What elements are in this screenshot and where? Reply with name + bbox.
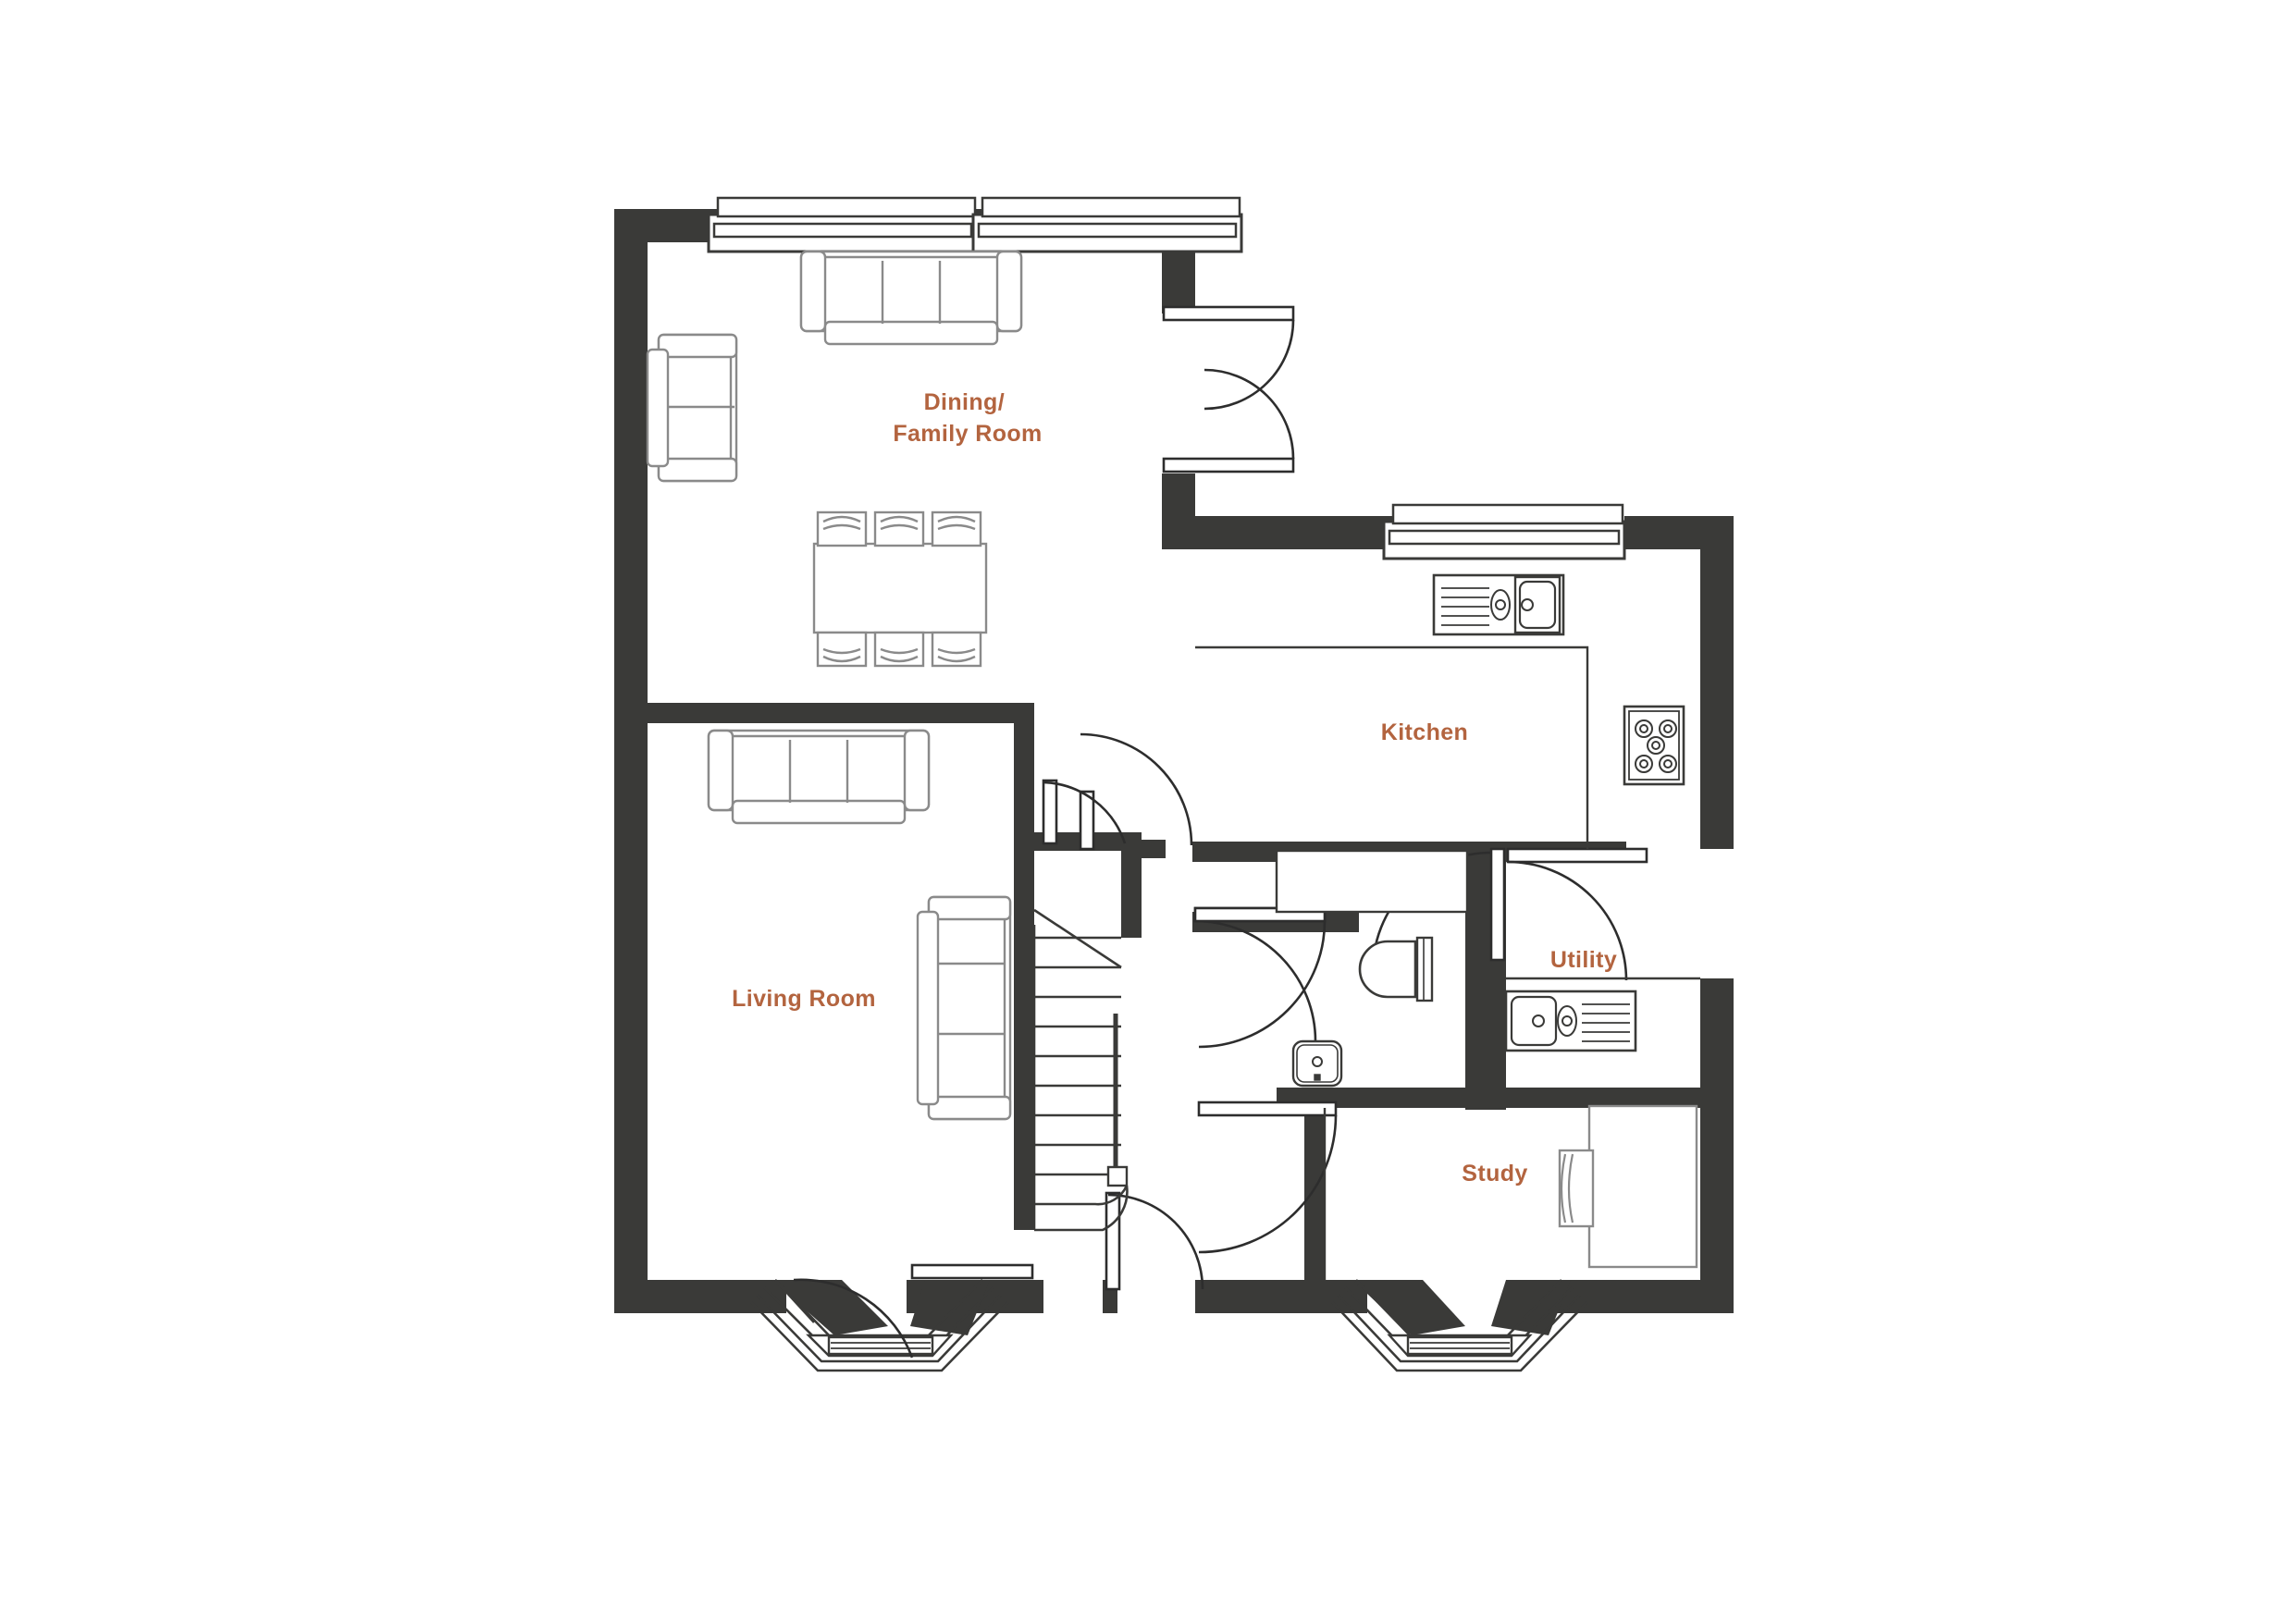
wall-east-exterior-kitchen xyxy=(1700,516,1734,849)
dining-chair xyxy=(931,510,982,547)
dining-chair xyxy=(873,631,925,668)
doors-group xyxy=(793,305,1648,1359)
wall-wc-east xyxy=(1465,842,1486,943)
window-kitchen xyxy=(1382,503,1626,560)
kitchen-fixtures xyxy=(1432,573,1685,786)
utility-sink xyxy=(1504,990,1637,1052)
kitchen-sink-bowl xyxy=(1518,580,1557,630)
cloakroom-fixtures xyxy=(1291,936,1434,1088)
wall-west-exterior xyxy=(614,209,648,1311)
wc-basin xyxy=(1291,1039,1343,1088)
wc-toilet xyxy=(1358,936,1434,1002)
dining-sofa-2seat xyxy=(646,333,738,483)
staircase xyxy=(1032,908,1129,1232)
dining-chair xyxy=(816,510,868,547)
room-label-study: Study xyxy=(1462,1161,1527,1187)
dining-chairs-top xyxy=(816,510,982,547)
wall-stairhall-east xyxy=(1121,832,1142,938)
wall-hall-south xyxy=(1304,1088,1325,1226)
dining-table-top xyxy=(812,542,988,634)
understairs-store xyxy=(1275,849,1469,914)
wall-stairhall-stub xyxy=(1121,840,1166,858)
door-utility-back xyxy=(1506,847,1648,981)
wall-living-east-lower xyxy=(1014,842,1034,1230)
room-label-utility: Utility xyxy=(1550,947,1617,973)
door-living-room xyxy=(793,1263,1034,1359)
wall-utility-south xyxy=(1486,1088,1734,1108)
bay-window-living-sill xyxy=(806,1334,954,1358)
bay-window-study-sill xyxy=(1387,1334,1533,1358)
dining-chair xyxy=(816,631,868,668)
kitchen-hob xyxy=(1623,705,1685,786)
room-label-dining-family-room: Dining/ Family Room xyxy=(893,389,1042,447)
wall-living-east-upper xyxy=(1014,703,1034,842)
wall-south-left xyxy=(614,1280,786,1313)
furniture-group xyxy=(646,250,1698,1269)
kitchen-worktop-north xyxy=(1195,646,1589,849)
dining-chair xyxy=(873,510,925,547)
wall-wc-east-lower xyxy=(1465,943,1486,1110)
wall-bay-right-wedge-a xyxy=(1352,1280,1465,1335)
internal-linework xyxy=(1195,646,1700,1280)
door-hall-to-living xyxy=(1042,779,1127,845)
door-front xyxy=(1105,1191,1204,1291)
door-hall-to-kitchen xyxy=(1079,732,1193,851)
wall-bay-left-wedge-a xyxy=(772,1280,888,1335)
study-desk xyxy=(1558,1104,1698,1269)
room-label-living-room: Living Room xyxy=(732,986,876,1012)
room-label-kitchen: Kitchen xyxy=(1381,719,1468,745)
dining-chairs-bottom xyxy=(816,631,982,668)
window-dining-left xyxy=(707,196,979,253)
living-sofa-3seat xyxy=(707,729,931,825)
desk-top xyxy=(1587,1104,1698,1269)
dining-table xyxy=(812,510,988,668)
wall-living-north xyxy=(614,703,1027,723)
wall-bay-right-wedge-b xyxy=(1491,1280,1571,1335)
room-label-dining-line1: Dining/ xyxy=(924,389,1006,415)
room-label-dining-line2: Family Room xyxy=(893,421,1042,447)
utility-fixtures xyxy=(1504,990,1637,1052)
kitchen-sink xyxy=(1432,573,1565,636)
dining-sofa-3seat xyxy=(799,250,1023,346)
wall-south-mid-right xyxy=(1195,1280,1367,1313)
wall-east-exterior-utility xyxy=(1700,978,1734,1311)
living-sofa-3seat-vertical xyxy=(916,895,1012,1121)
door-study xyxy=(1197,1100,1338,1254)
window-dining-right xyxy=(971,196,1243,253)
desk-chair-back xyxy=(1560,1153,1567,1223)
dining-chair xyxy=(931,631,982,668)
french-doors-dining xyxy=(1162,305,1295,473)
room-labels: Dining/ Family Room Kitchen Living Room … xyxy=(732,389,1617,1187)
